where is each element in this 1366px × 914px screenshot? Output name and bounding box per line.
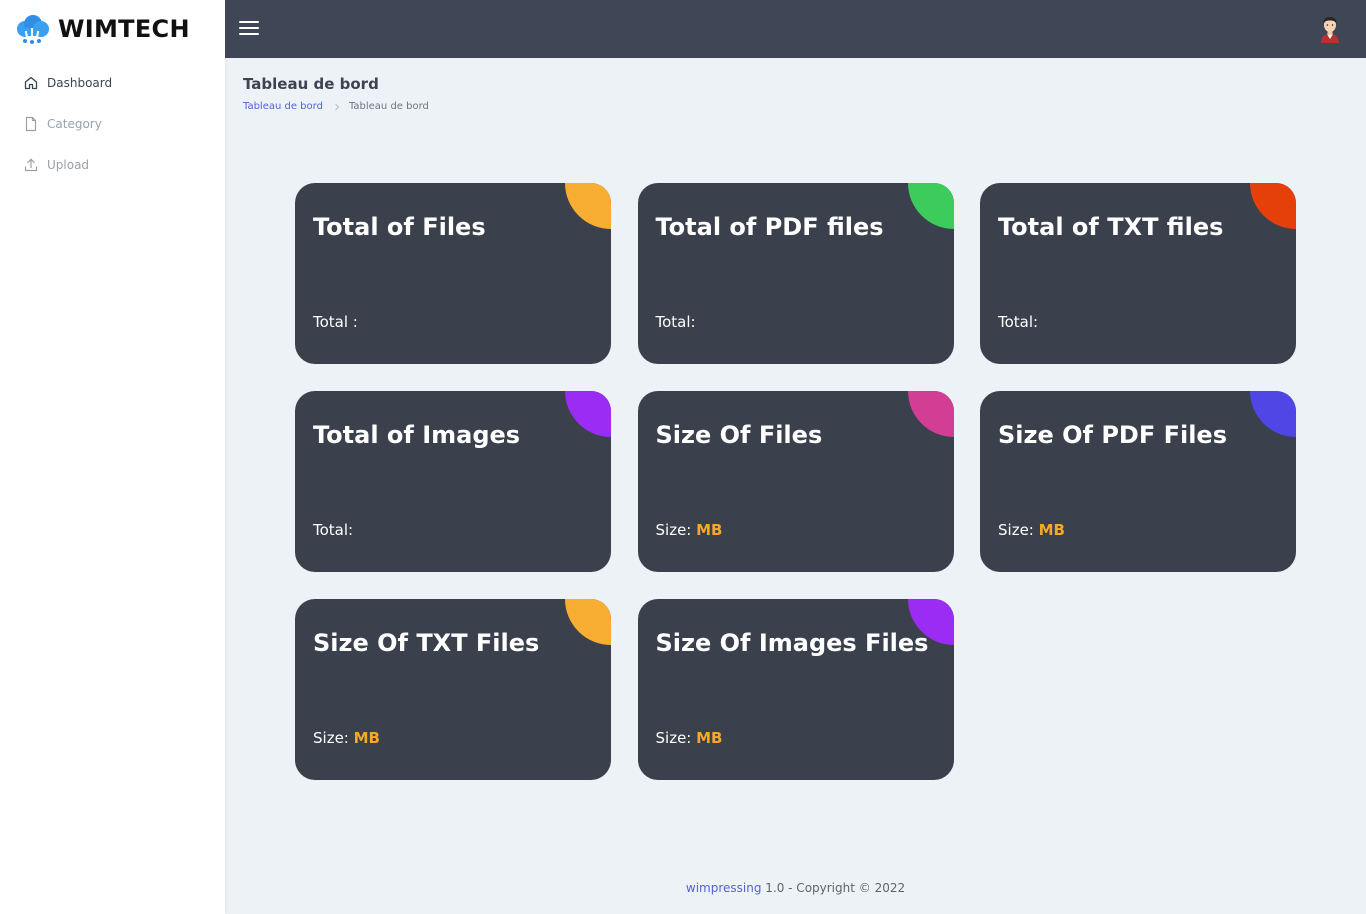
card-title: Total of Images (313, 421, 521, 449)
card-title: Total of TXT files (998, 213, 1224, 241)
upload-icon (23, 157, 39, 173)
sidebar-item-upload[interactable]: Upload (0, 144, 225, 185)
main-content: Tableau de bord Tableau de bord Tableau … (225, 58, 1366, 914)
stat-card-size-images[interactable]: Size Of Images Files Size: MB (637, 599, 954, 780)
footer-brand-link[interactable]: wimpressing (685, 881, 762, 895)
sidebar-item-category[interactable]: Category (0, 103, 225, 144)
card-foot-label: Total : (313, 313, 358, 331)
footer: wimpressing 1.0 - Copyright © 2022 (225, 881, 1366, 895)
brand-name: WIMTECH (58, 15, 190, 43)
card-title: Size Of TXT Files (313, 629, 540, 657)
card-foot-label: Size: (655, 729, 697, 747)
stat-card-size-txt[interactable]: Size Of TXT Files Size: MB (295, 599, 611, 780)
stat-card-total-files[interactable]: Total of Files Total : (295, 183, 611, 364)
card-footer: Total : (313, 313, 358, 331)
card-unit: MB (1038, 521, 1065, 539)
card-footer: Total: (998, 313, 1038, 331)
card-foot-label: Total: (998, 313, 1039, 331)
card-accent (1250, 391, 1296, 437)
card-foot-label: Size: (655, 521, 697, 539)
stat-card-total-txt[interactable]: Total of TXT files Total: (980, 183, 1296, 364)
card-footer: Size: MB (313, 729, 380, 747)
stat-card-size-files[interactable]: Size Of Files Size: MB (637, 391, 954, 572)
breadcrumb-current: Tableau de bord (348, 101, 429, 112)
sidebar: WIMTECH Dashboard Category Upload (0, 0, 225, 914)
card-title: Total of PDF files (655, 213, 884, 241)
card-unit: MB (696, 729, 723, 747)
sidebar-item-dashboard[interactable]: Dashboard (0, 62, 225, 103)
card-footer: Size: MB (656, 729, 723, 747)
card-footer: Size: MB (656, 521, 723, 539)
card-foot-label: Size: (313, 729, 354, 747)
card-accent (907, 183, 954, 229)
sidebar-item-label: Category (47, 116, 102, 131)
brand-logo[interactable]: WIMTECH (0, 0, 225, 58)
stats-grid: Total of Files Total : Total of PDF file… (295, 183, 1296, 780)
stat-card-total-pdf[interactable]: Total of PDF files Total: (637, 183, 954, 364)
cloud-logo-icon (17, 15, 49, 44)
card-footer: Size: MB (998, 521, 1065, 539)
chevron-right-icon (333, 103, 341, 111)
card-foot-label: Total: (313, 521, 354, 539)
card-accent (907, 391, 954, 437)
card-accent (565, 599, 611, 645)
sidebar-nav: Dashboard Category Upload (0, 58, 225, 185)
card-footer: Total: (656, 313, 696, 331)
card-accent (1250, 183, 1296, 229)
breadcrumb-link[interactable]: Tableau de bord (243, 101, 323, 112)
stat-card-size-pdf[interactable]: Size Of PDF Files Size: MB (980, 391, 1296, 572)
home-icon (23, 75, 39, 91)
breadcrumb: Tableau de bord Tableau de bord (243, 101, 429, 112)
card-accent (565, 183, 611, 229)
card-unit: MB (353, 729, 380, 747)
user-avatar-icon[interactable] (1316, 14, 1344, 44)
card-accent (565, 391, 611, 437)
stat-card-total-images[interactable]: Total of Images Total: (295, 391, 611, 572)
card-title: Size Of Files (655, 421, 823, 449)
page-title: Tableau de bord (243, 75, 379, 93)
hamburger-icon[interactable] (239, 19, 259, 37)
card-foot-label: Total: (655, 313, 696, 331)
card-foot-label: Size: (998, 521, 1039, 539)
sidebar-item-label: Upload (47, 157, 90, 172)
card-footer: Total: (313, 521, 353, 539)
sidebar-item-label: Dashboard (47, 75, 113, 90)
card-unit: MB (696, 521, 723, 539)
card-title: Size Of Images Files (655, 629, 929, 657)
footer-copyright: 1.0 - Copyright © 2022 (761, 881, 906, 895)
topbar (225, 0, 1366, 58)
file-icon (23, 116, 39, 132)
card-title: Size Of PDF Files (998, 421, 1227, 449)
card-title: Total of Files (313, 213, 486, 241)
